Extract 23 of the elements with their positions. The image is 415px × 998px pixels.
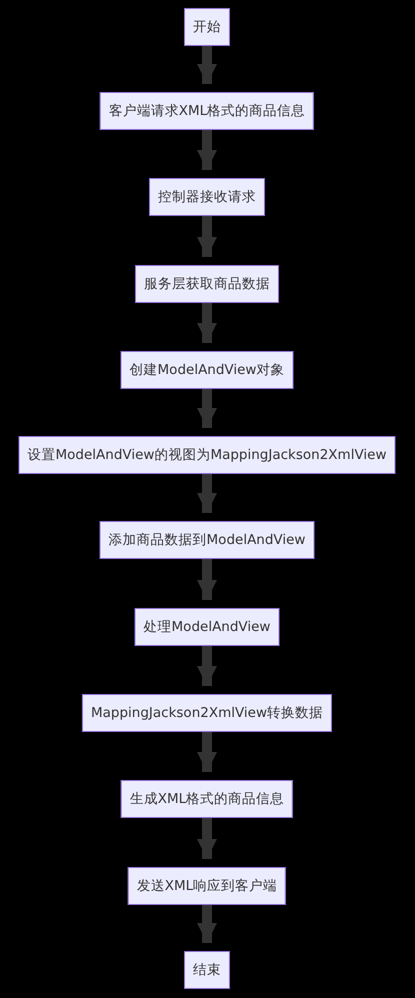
process-box: 开始 bbox=[184, 8, 230, 46]
process-box: 添加商品数据到ModelAndView bbox=[100, 521, 314, 559]
arrow bbox=[197, 46, 217, 84]
arrow bbox=[197, 559, 217, 600]
process-box: 结束 bbox=[184, 951, 230, 989]
process-box: 创建ModelAndView对象 bbox=[120, 351, 294, 389]
process-box: 生成XML格式的商品信息 bbox=[120, 780, 294, 818]
arrow bbox=[197, 732, 217, 772]
process-box: 处理ModelAndView bbox=[134, 608, 280, 646]
process-box: MappingJackson2XmlView转换数据 bbox=[82, 694, 332, 732]
arrow bbox=[197, 646, 217, 686]
process-box: 控制器接收请求 bbox=[149, 178, 265, 216]
arrow bbox=[197, 389, 217, 428]
arrow bbox=[197, 216, 217, 257]
arrow bbox=[197, 818, 217, 859]
process-box: 设置ModelAndView的视图为MappingJackson2XmlView bbox=[18, 436, 396, 474]
process-box: 发送XML响应到客户端 bbox=[128, 867, 286, 905]
arrow bbox=[197, 474, 217, 513]
process-box: 服务层获取商品数据 bbox=[135, 265, 279, 303]
arrow bbox=[197, 905, 217, 943]
process-box: 客户端请求XML格式的商品信息 bbox=[100, 92, 314, 130]
arrow bbox=[197, 303, 217, 343]
arrow bbox=[197, 130, 217, 170]
